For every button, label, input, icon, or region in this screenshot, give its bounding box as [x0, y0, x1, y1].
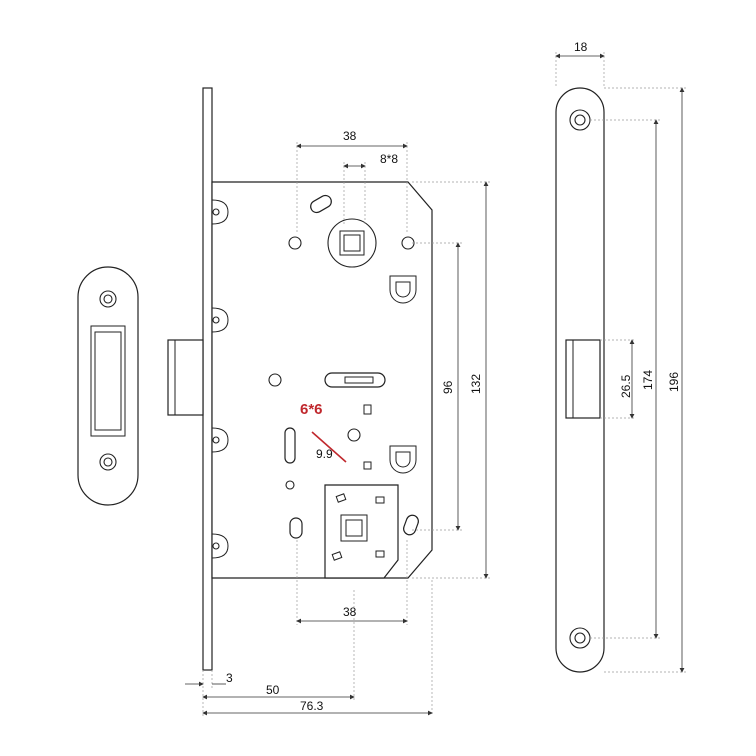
faceplate-lugs: [211, 199, 229, 559]
dim-faceplate-thickness: 3: [226, 671, 233, 685]
dim-offset-9-9: 9.9: [316, 447, 333, 461]
dim-backset-top: 38: [343, 129, 357, 143]
dim-depth-76-3: 76.3: [300, 699, 324, 713]
dim-hole-spacing: 174: [641, 370, 655, 390]
lock-body: [167, 87, 433, 671]
dim-distance-96: 96: [441, 380, 455, 394]
dim-strike-width: 18: [574, 40, 588, 54]
thumbturn-leader-line: [311, 431, 347, 463]
dim-thumbturn-square: 6*6: [300, 401, 323, 418]
dim-backset-bottom: 38: [343, 605, 357, 619]
extension-lines: [202, 52, 686, 716]
dim-height-132: 132: [469, 374, 483, 394]
dim-plate-length: 196: [667, 372, 681, 392]
dimension-lines: [185, 53, 685, 716]
dim-spindle-square: 8*8: [380, 152, 398, 166]
dim-latch-opening: 26.5: [619, 374, 633, 398]
dim-backset-50: 50: [266, 683, 280, 697]
strike-plate: [77, 266, 139, 506]
handle-spindle-hub: [288, 194, 415, 268]
thumbturn-hub: [289, 484, 419, 579]
front-faceplate: [555, 87, 605, 673]
